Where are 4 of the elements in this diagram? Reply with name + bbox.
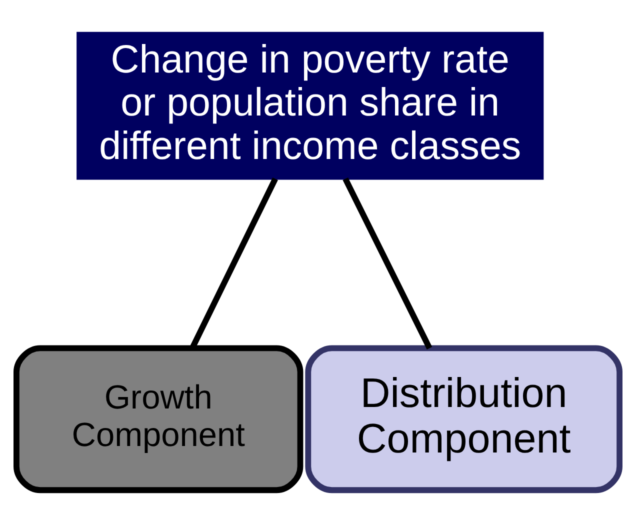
- node-box: Change in poverty rate or population share in different income classes: [76, 32, 544, 180]
- node-box: Growth Component: [14, 345, 304, 494]
- connector: [342, 177, 432, 350]
- node-box: Distribution Component: [305, 345, 622, 494]
